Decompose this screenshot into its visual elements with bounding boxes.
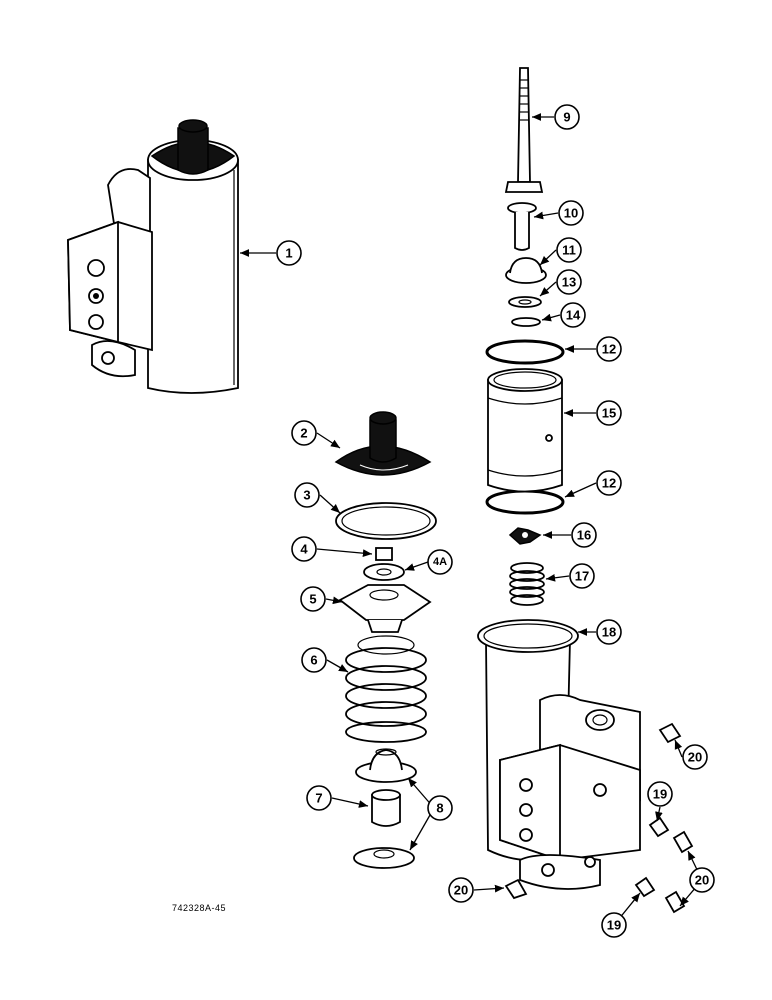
part-plunger <box>507 202 559 251</box>
part-spring-seats <box>331 748 435 869</box>
callout-11: 11 <box>556 237 582 263</box>
callout-7: 7 <box>306 785 332 811</box>
part-main-spring <box>326 635 427 743</box>
svg-text:17: 17 <box>575 569 589 584</box>
svg-text:10: 10 <box>564 206 578 221</box>
callout-20a: 20 <box>682 744 708 770</box>
callout-5: 5 <box>300 586 326 612</box>
callout-8: 8 <box>427 795 453 821</box>
svg-text:16: 16 <box>577 528 591 543</box>
callout-12a: 12 <box>596 336 622 362</box>
callout-15: 15 <box>596 400 622 426</box>
svg-text:19: 19 <box>607 918 621 933</box>
svg-text:20: 20 <box>695 873 709 888</box>
svg-text:11: 11 <box>562 243 576 258</box>
part-stem <box>504 67 554 193</box>
part-boot <box>316 411 432 476</box>
callout-4a: 4A <box>427 549 453 575</box>
figure-reference: 742328A-45 <box>172 903 227 913</box>
svg-text:13: 13 <box>562 275 576 290</box>
callout-1: 1 <box>276 240 302 266</box>
callout-10: 10 <box>558 200 584 226</box>
part-plugs <box>473 722 703 926</box>
svg-text:4A: 4A <box>433 556 447 568</box>
part-seals <box>505 249 561 327</box>
svg-text:7: 7 <box>315 791 322 806</box>
callout-9: 9 <box>554 104 580 130</box>
svg-text:14: 14 <box>566 308 581 323</box>
callout-20b: 20 <box>689 867 715 893</box>
callout-13: 13 <box>556 269 582 295</box>
callout-16: 16 <box>571 522 597 548</box>
svg-text:2: 2 <box>300 426 307 441</box>
svg-text:9: 9 <box>563 110 570 125</box>
part-small-spring <box>509 562 570 606</box>
callout-18: 18 <box>596 619 622 645</box>
callout-4: 4 <box>291 536 317 562</box>
svg-text:18: 18 <box>602 625 616 640</box>
callout-20c: 20 <box>448 877 474 903</box>
svg-text:8: 8 <box>436 801 443 816</box>
svg-text:12: 12 <box>602 342 616 357</box>
callout-19b: 19 <box>601 912 627 938</box>
svg-text:20: 20 <box>454 883 468 898</box>
part-retainer <box>325 584 432 633</box>
part-assembly <box>67 119 276 394</box>
callout-12b: 12 <box>596 470 622 496</box>
part-snap-ring <box>319 494 437 540</box>
part-sleeve <box>487 368 596 493</box>
svg-text:6: 6 <box>310 653 317 668</box>
svg-text:4: 4 <box>300 542 308 557</box>
part-nut-washer <box>316 547 429 581</box>
callout-19a: 19 <box>647 781 673 807</box>
callout-14: 14 <box>560 302 586 328</box>
callout-2: 2 <box>291 420 317 446</box>
callout-6: 6 <box>301 647 327 673</box>
svg-text:20: 20 <box>688 750 702 765</box>
callout-3: 3 <box>294 482 320 508</box>
svg-text:5: 5 <box>309 592 316 607</box>
part-body <box>477 619 641 890</box>
svg-text:12: 12 <box>602 476 616 491</box>
part-clip <box>508 527 571 545</box>
svg-text:19: 19 <box>653 787 667 802</box>
svg-text:1: 1 <box>285 246 292 261</box>
svg-text:15: 15 <box>602 406 616 421</box>
callout-17: 17 <box>569 563 595 589</box>
svg-text:3: 3 <box>303 488 310 503</box>
